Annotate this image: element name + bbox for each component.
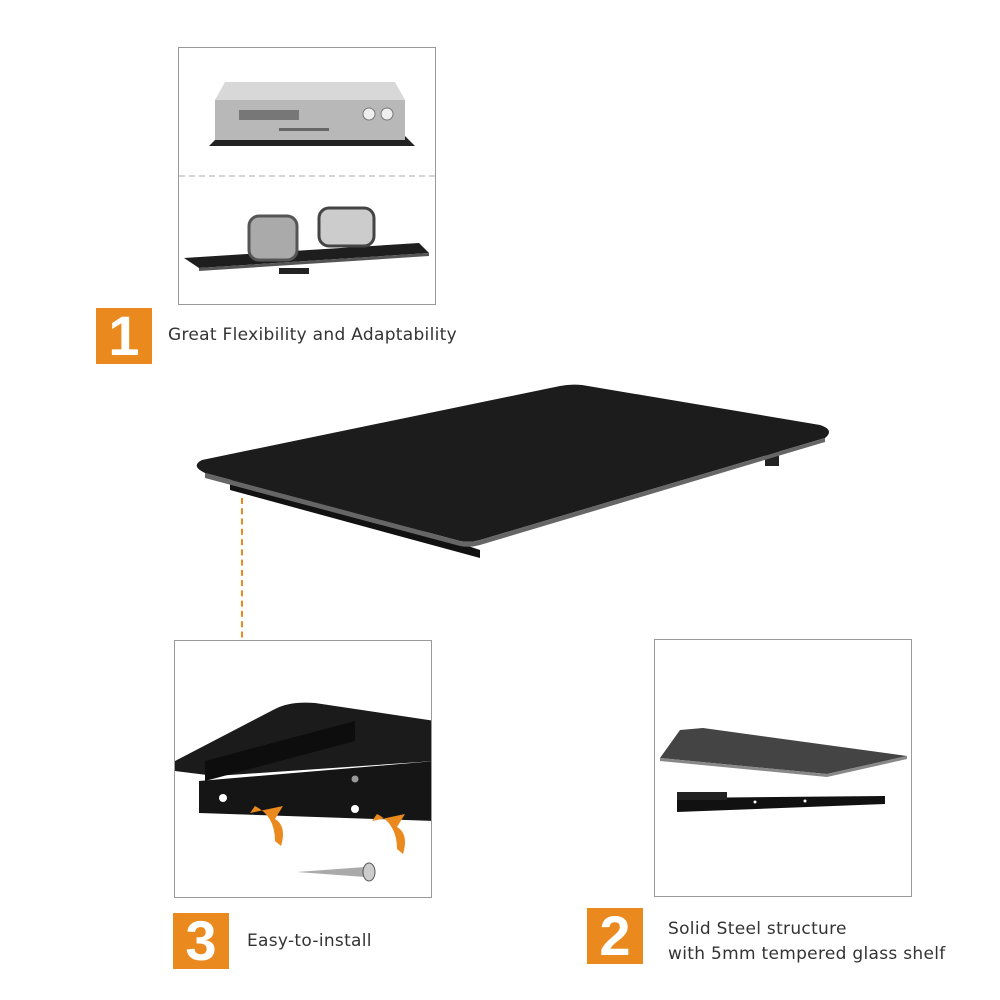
glass-and-bracket-illustration [660, 728, 907, 812]
arrow-icon [372, 814, 405, 854]
usage-example-panel [178, 47, 436, 305]
callout-dashed-line [241, 498, 243, 658]
feature-caption-2-line1: Solid Steel structure [668, 919, 847, 939]
feature-caption-2-line2: with 5mm tempered glass shelf [668, 944, 946, 964]
structure-detail-panel [654, 639, 912, 897]
feature-badge-3: 3 [173, 913, 229, 969]
feature-caption-3: Easy-to-install [247, 931, 372, 951]
arrow-icon [250, 806, 283, 846]
bracket-illustration [175, 702, 431, 882]
glass-shelf-main-image [196, 384, 829, 558]
feature-caption-1: Great Flexibility and Adaptability [168, 325, 457, 345]
usage-illustration [179, 82, 435, 274]
feature-badge-1: 1 [96, 308, 152, 364]
installation-detail-panel [174, 640, 432, 898]
feature-badge-2: 2 [587, 908, 643, 964]
screw-icon [297, 862, 376, 882]
